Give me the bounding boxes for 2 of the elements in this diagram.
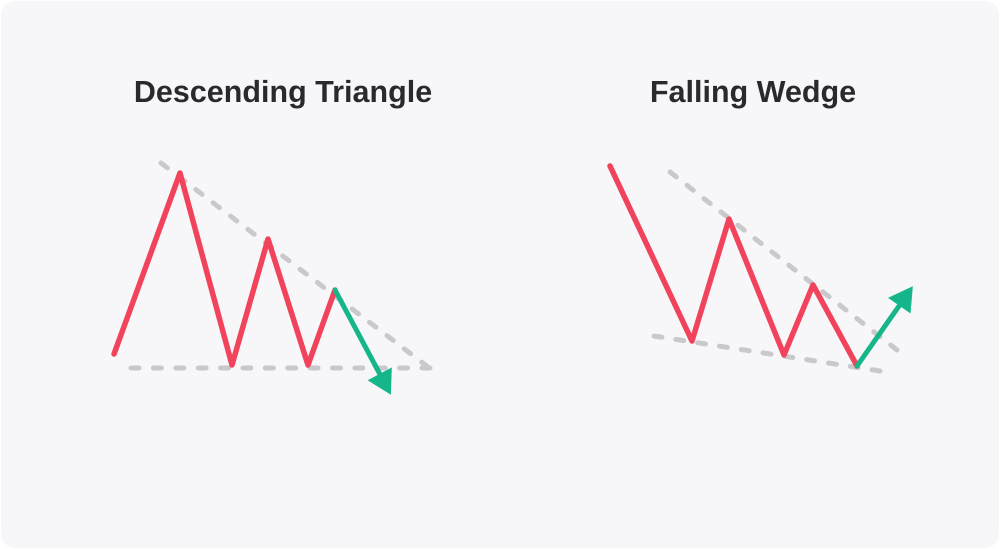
heading: Descending Triangle <box>136 80 432 108</box>
heading: Falling Wedge <box>652 80 856 108</box>
